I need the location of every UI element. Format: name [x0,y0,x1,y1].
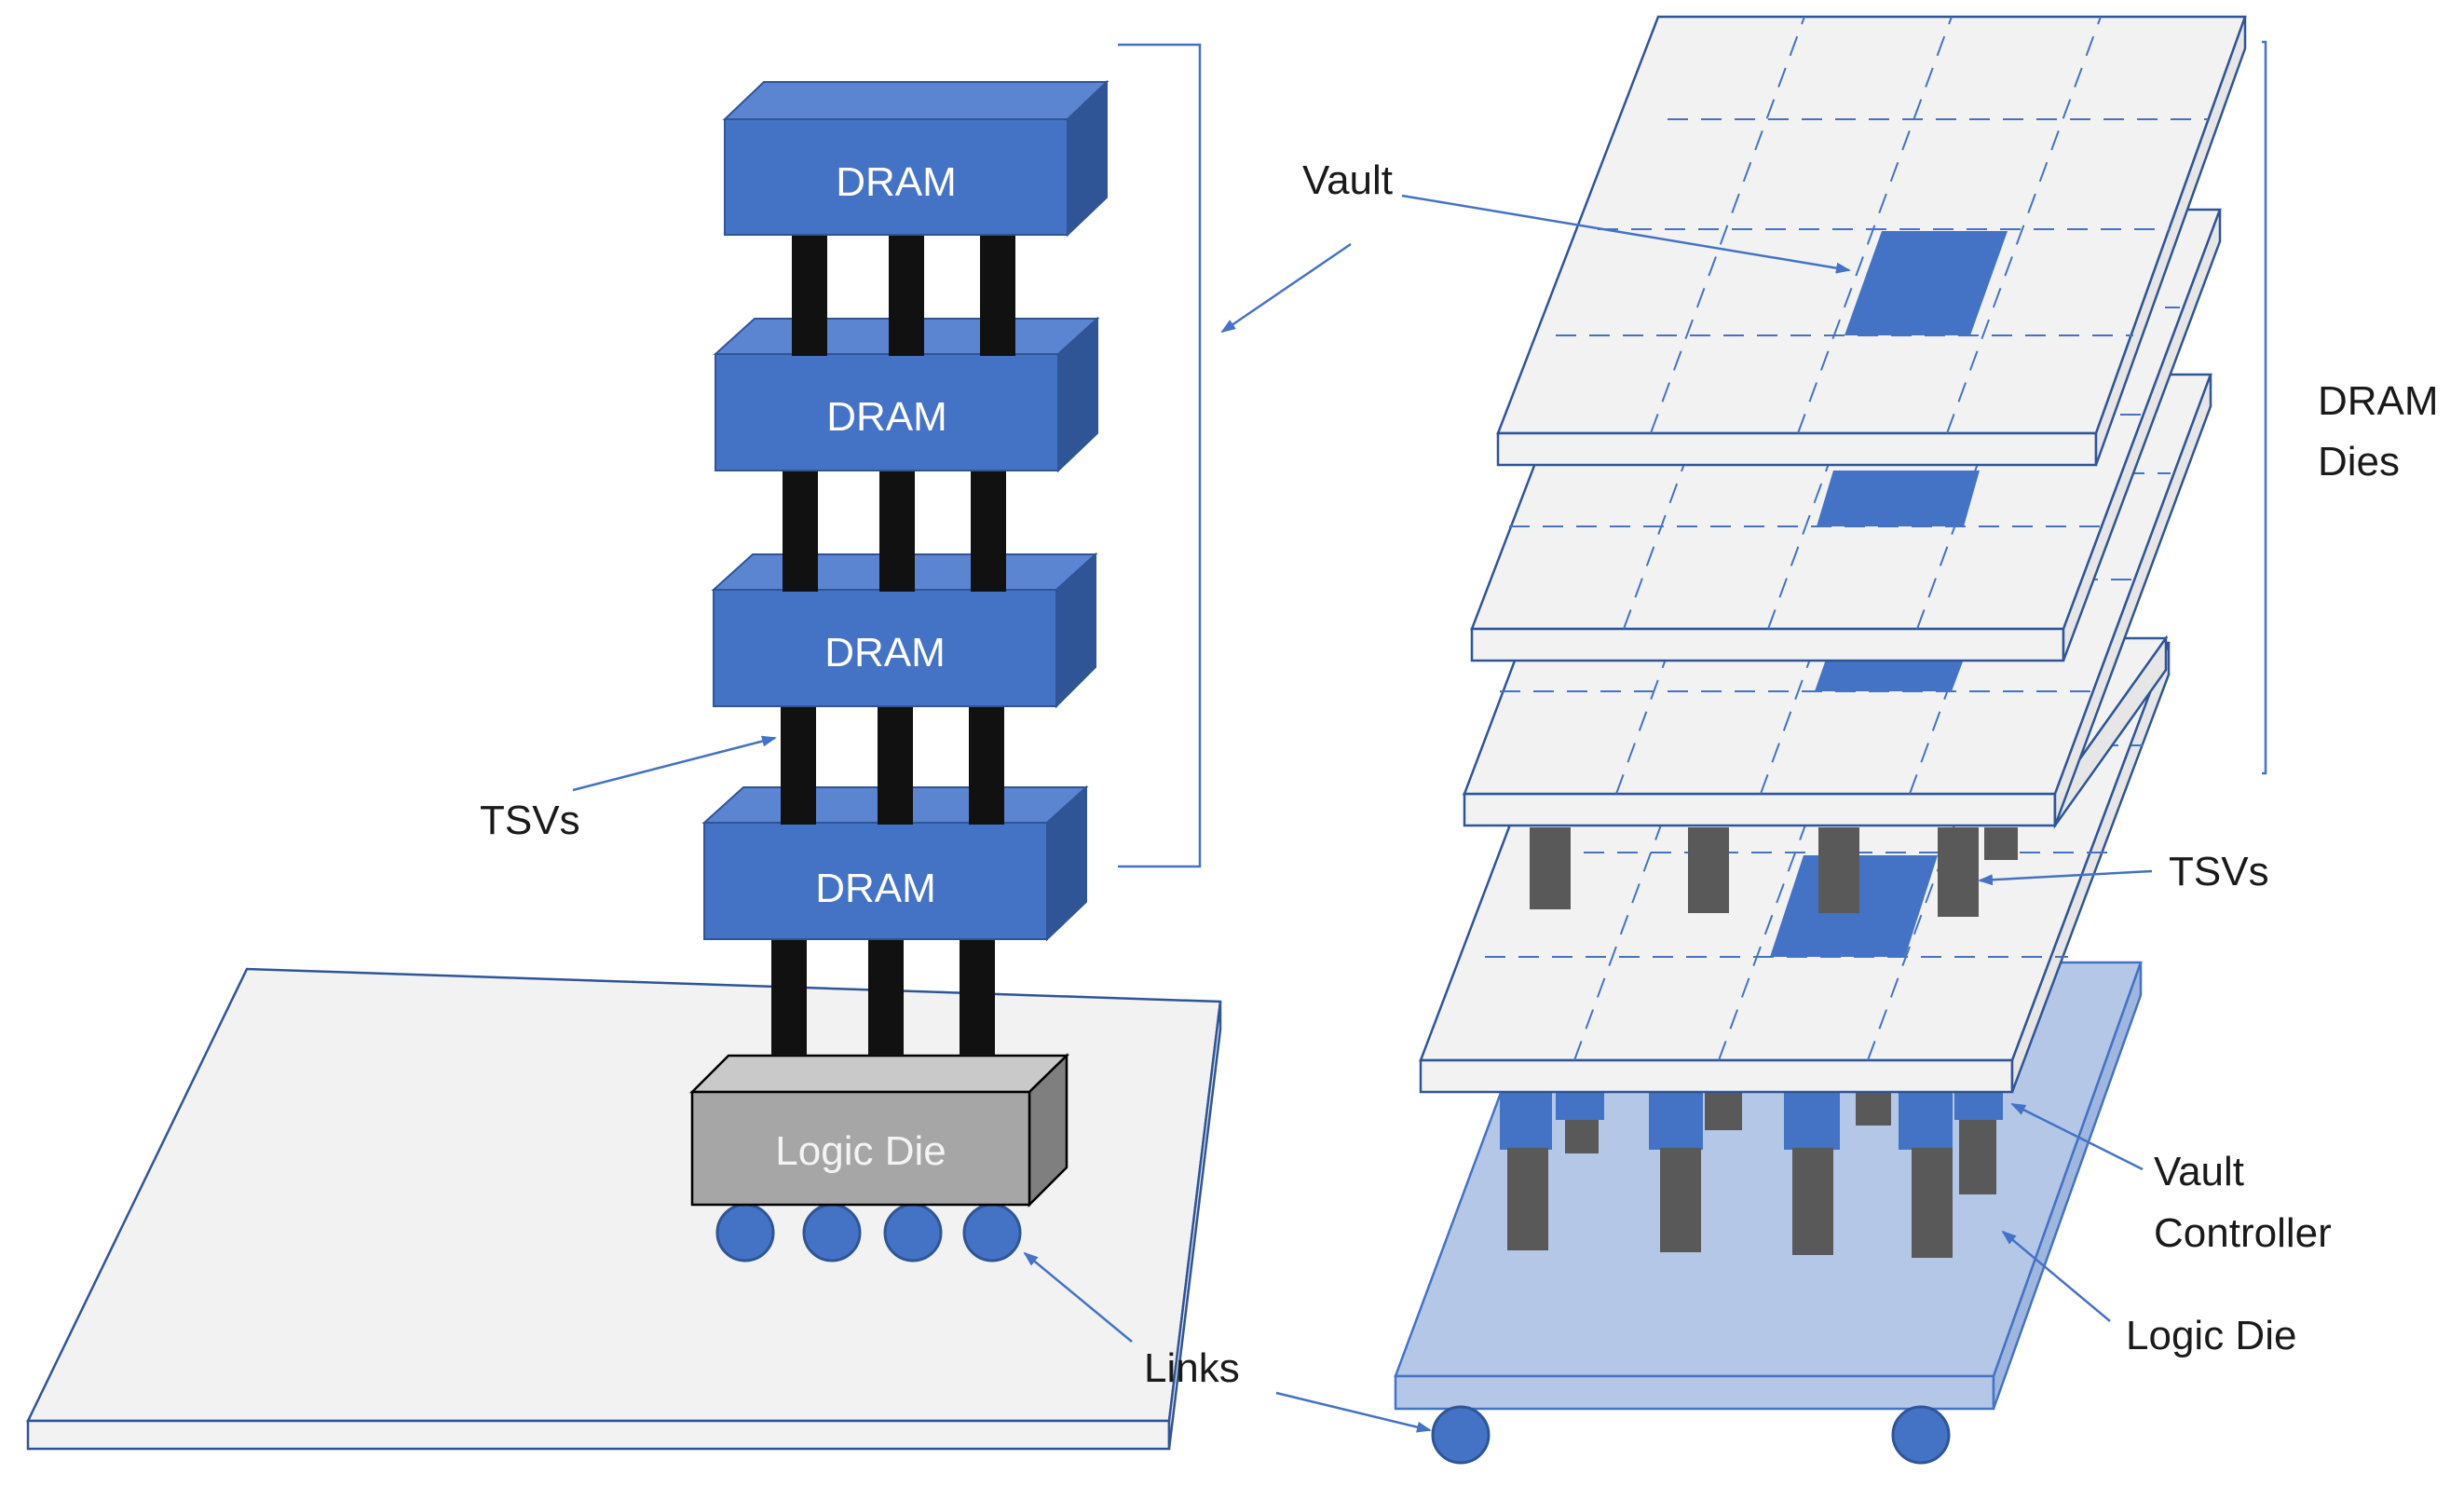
vault-label: Vault [1302,157,1393,203]
left-tsv-bars-2 [783,471,1006,592]
links-label: Links [1144,1345,1240,1391]
left-tsvs-label: TSVs [480,798,580,843]
left-tsv-bars-3 [781,703,1004,825]
right-link-ball-right [1891,1405,1951,1465]
right-link-ball-left [1431,1405,1491,1465]
right-logic-die-arrow [2001,1230,2111,1322]
right-dram-die-1 [1496,15,2247,467]
right-upper-tsv-pillars [1530,827,2018,917]
right-tsvs-arrow [1978,869,2153,886]
vault-controller-label-line2: Controller [2154,1210,2332,1256]
left-tsv-bars-1 [792,233,1015,356]
dram-dies-bracket [2262,40,2267,775]
right-tsvs-label: TSVs [2169,849,2269,894]
dram-dies-label-line2: Dies [2318,439,2400,484]
left-logic-die-label: Logic Die [775,1128,946,1174]
vault-controller-arrow [2010,1102,2144,1171]
left-dram-box-1: DRAM [722,79,1109,238]
left-dram-label-4: DRAM [815,866,936,911]
left-tsvs-arrow [572,735,777,792]
left-dram-label-2: DRAM [826,394,947,440]
right-stack-figure: Vault DRAM Dies TSVs Vault Controller Lo… [1302,15,2439,1465]
left-stack-figure: Logic Die DRAM DRAM [26,43,1432,1451]
left-dram-label-1: DRAM [836,159,957,205]
vault-arrow [1401,194,1851,274]
left-logic-die: Logic Die [688,1053,1070,1208]
left-board [26,967,1222,1451]
links-arrow-left [1023,1251,1133,1343]
left-tsv-bars-bottom [771,936,995,1056]
vault-controller-pillars [1500,1088,2003,1258]
left-dram-label-3: DRAM [824,630,946,675]
left-dram-bracket [1118,43,1202,868]
links-arrow-right [1275,1391,1432,1433]
vault-controller-label-line1: Vault [2154,1149,2244,1194]
right-logic-die-label: Logic Die [2126,1313,2296,1358]
dram-dies-label-line1: DRAM [2318,378,2439,424]
bracket-link-arrow [1220,242,1352,334]
